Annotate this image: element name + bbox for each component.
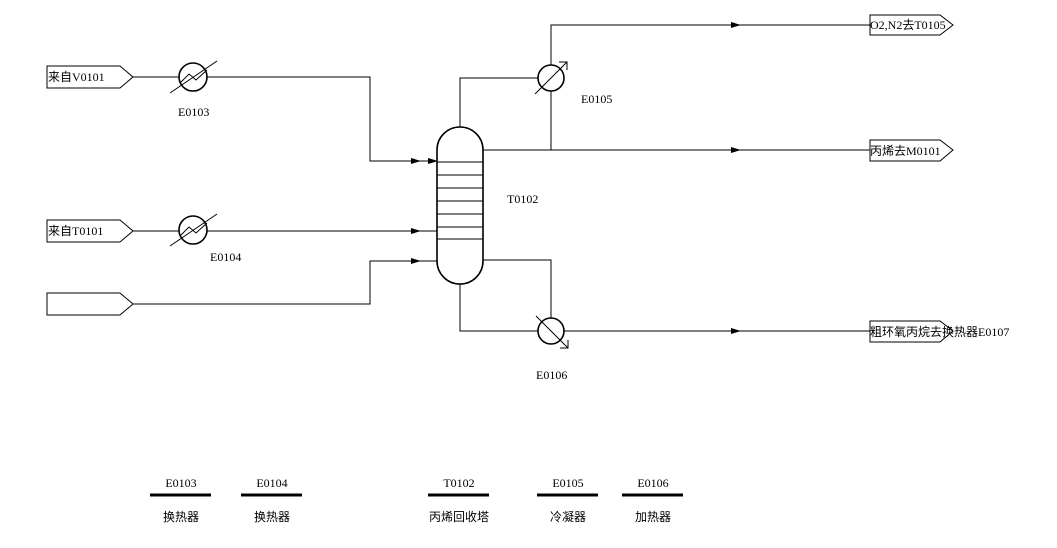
legend-t0102: T0102 丙烯回收塔 [428,476,489,524]
legend-tag: E0103 [165,476,196,490]
legend-tag: E0106 [637,476,668,490]
legend-name: 冷凝器 [550,509,586,524]
outlet-tag-t0105[interactable]: O2,N2去T0105 [869,14,954,36]
e0104-label: E0104 [210,250,241,264]
heat-exchanger-e0104[interactable] [169,213,218,247]
legend-e0105: E0105 冷凝器 [537,476,598,524]
legend-e0104: E0104 换热器 [241,476,302,524]
feed-line-3 [133,258,421,305]
inlet-tag-t0101[interactable]: 来自T0101 [46,219,134,243]
outlet-label: 丙烯去M0101 [870,144,941,158]
feed-line-1 [133,76,438,164]
legend-tag: T0102 [443,476,474,490]
heater-e0106[interactable] [535,315,569,349]
outlet-label: 粗环氧丙烷去换热器E0107 [870,325,1009,339]
legend-name: 丙烯回收塔 [429,510,489,524]
outlet-tag-e0107[interactable]: 粗环氧丙烷去换热器E0107 [869,320,1009,343]
legend-e0106: E0106 加热器 [622,476,683,524]
outlet-tag-m0101[interactable]: 丙烯去M0101 [869,139,954,162]
column-t0102[interactable] [436,126,484,285]
legend-name: 换热器 [254,510,290,524]
t0102-label: T0102 [507,192,538,206]
condenser-e0105[interactable] [534,61,568,95]
e0103-label: E0103 [178,105,209,119]
legend-tag: E0104 [256,476,287,490]
e0105-label: E0105 [581,92,612,106]
legend-tag: E0105 [552,476,583,490]
legend-name: 加热器 [635,510,671,524]
inlet-label: 来自T0101 [48,224,103,238]
inlet-tag-blank[interactable] [46,292,134,316]
legend-name: 换热器 [163,510,199,524]
heat-exchanger-e0103[interactable] [169,60,218,94]
inlet-label: 来自V0101 [48,70,105,84]
legend-e0103: E0103 换热器 [150,476,211,524]
e0106-label: E0106 [536,368,567,382]
outlet-label: O2,N2去T0105 [870,18,946,32]
inlet-tag-v0101[interactable]: 来自V0101 [46,65,134,89]
